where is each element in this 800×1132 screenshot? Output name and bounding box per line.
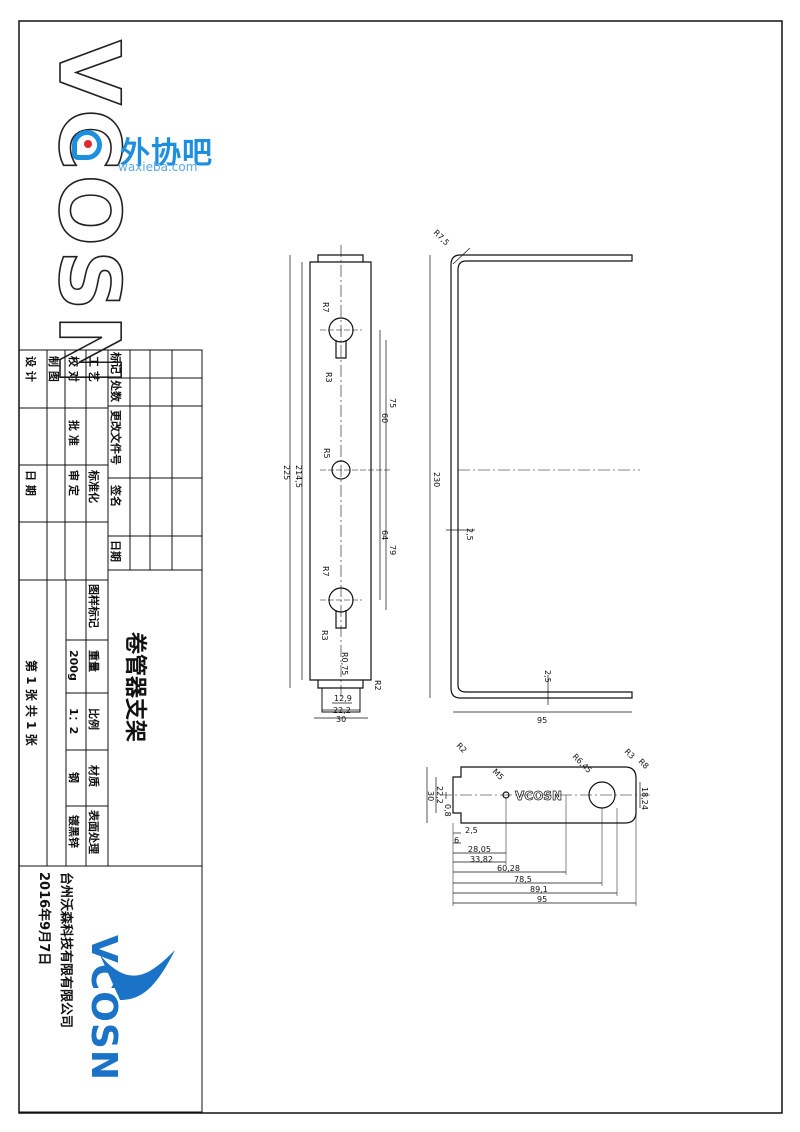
- side-view: [429, 247, 640, 713]
- svg-text:VCOSN: VCOSN: [515, 789, 562, 803]
- value-weight: 200g: [67, 650, 80, 681]
- bottom-view: [426, 766, 650, 906]
- watermark-dot-icon: [84, 140, 92, 148]
- svg-text:95: 95: [537, 895, 547, 904]
- label-standard: 标准化: [87, 469, 101, 503]
- svg-text:R3: R3: [623, 747, 637, 761]
- label-approve: 批 准: [67, 420, 81, 446]
- row-label-design: 设 计: [24, 356, 38, 382]
- svg-text:R7: R7: [321, 566, 330, 577]
- svg-text:79: 79: [388, 545, 397, 555]
- svg-text:28,05: 28,05: [468, 845, 491, 854]
- svg-text:M5: M5: [491, 767, 506, 782]
- date-text: 2016年9月7日: [36, 872, 52, 965]
- rev-header-doc: 更改文件号: [109, 410, 123, 465]
- svg-text:R6,45: R6,45: [571, 752, 594, 775]
- sheet-info: 第 1 张 共 1 张: [24, 660, 39, 747]
- company-name: 台州沃森科技有限有限公司: [58, 872, 74, 1028]
- row-label-craft: 工 艺: [87, 356, 101, 382]
- svg-text:R7,5: R7,5: [432, 228, 451, 247]
- label-weight: 重量: [87, 650, 101, 672]
- front-view-dims: R7 R3 R5 R7 R3 R0,75 R2 214,5 225 75 60 …: [282, 302, 397, 724]
- svg-text:2,5: 2,5: [465, 826, 478, 835]
- front-view: [289, 245, 390, 719]
- value-scale: 1：2: [67, 708, 80, 734]
- svg-text:0,8: 0,8: [443, 804, 452, 817]
- vertical-logo: VCOSN: [39, 39, 139, 389]
- title-block-text: 设 计 制 图 校 对 工 艺 标记 处数 更改文件号 签名 日期 日 期 审 …: [24, 351, 148, 1028]
- svg-text:R0,75: R0,75: [340, 652, 349, 675]
- value-material: 钢: [67, 772, 81, 783]
- svg-text:2,5: 2,5: [465, 528, 474, 541]
- label-surface: 表面处理: [87, 809, 101, 854]
- svg-text:30: 30: [426, 791, 435, 801]
- svg-text:64: 64: [380, 530, 389, 540]
- label-scale: 比例: [87, 708, 101, 730]
- svg-text:R3: R3: [320, 630, 329, 641]
- svg-text:95: 95: [537, 716, 547, 725]
- label-material: 材质: [87, 765, 101, 787]
- rev-header-count: 处数: [109, 379, 123, 403]
- rev-header-mark: 标记: [109, 351, 123, 374]
- svg-text:78,5: 78,5: [514, 875, 532, 884]
- svg-text:VCOSN: VCOSN: [83, 935, 124, 1081]
- svg-text:R8: R8: [637, 757, 651, 771]
- rev-header-date: 日期: [109, 540, 123, 562]
- row-label-check: 校 对: [67, 356, 81, 382]
- watermark-text: 外协吧: [120, 136, 213, 171]
- svg-text:6: 6: [454, 836, 459, 845]
- svg-text:214,5: 214,5: [294, 465, 303, 488]
- svg-text:60: 60: [380, 413, 389, 423]
- svg-text:R2: R2: [373, 680, 382, 691]
- svg-text:225: 225: [282, 465, 291, 480]
- svg-text:30: 30: [336, 715, 346, 724]
- svg-text:22,2: 22,2: [435, 786, 444, 804]
- title-block: [18, 349, 203, 1113]
- svg-text:18,24: 18,24: [640, 787, 649, 810]
- svg-text:230: 230: [432, 472, 441, 487]
- label-tuyang: 图样标记: [87, 584, 101, 628]
- value-surface: 镀黑锌: [67, 815, 81, 848]
- watermark-logo-icon: [72, 130, 102, 160]
- svg-text:R7: R7: [321, 302, 330, 313]
- svg-text:75: 75: [388, 398, 397, 408]
- svg-text:22,2: 22,2: [333, 706, 351, 715]
- svg-text:R3: R3: [324, 372, 333, 383]
- svg-text:VCOSN: VCOSN: [40, 40, 138, 389]
- svg-text:2,5: 2,5: [543, 670, 552, 683]
- rev-header-sign: 签名: [109, 484, 123, 507]
- label-date: 日 期: [24, 470, 38, 496]
- svg-text:89,1: 89,1: [530, 885, 548, 894]
- bird-icon: [100, 950, 175, 1000]
- svg-text:R5: R5: [322, 448, 331, 459]
- row-label-draft: 制 图: [47, 356, 61, 382]
- watermark-url: waxieba.com: [118, 160, 198, 174]
- bottom-logo: VCOSN: [83, 935, 175, 1081]
- label-approve-final: 审 定: [67, 470, 81, 496]
- svg-text:R2: R2: [455, 741, 469, 755]
- side-view-dims: R7,5 230 2,5 2,5 95: [432, 228, 552, 725]
- svg-text:60,28: 60,28: [497, 864, 520, 873]
- svg-text:12,9: 12,9: [334, 694, 352, 703]
- svg-text:33,82: 33,82: [470, 855, 493, 864]
- drawing-title: 卷管器支架: [122, 631, 148, 742]
